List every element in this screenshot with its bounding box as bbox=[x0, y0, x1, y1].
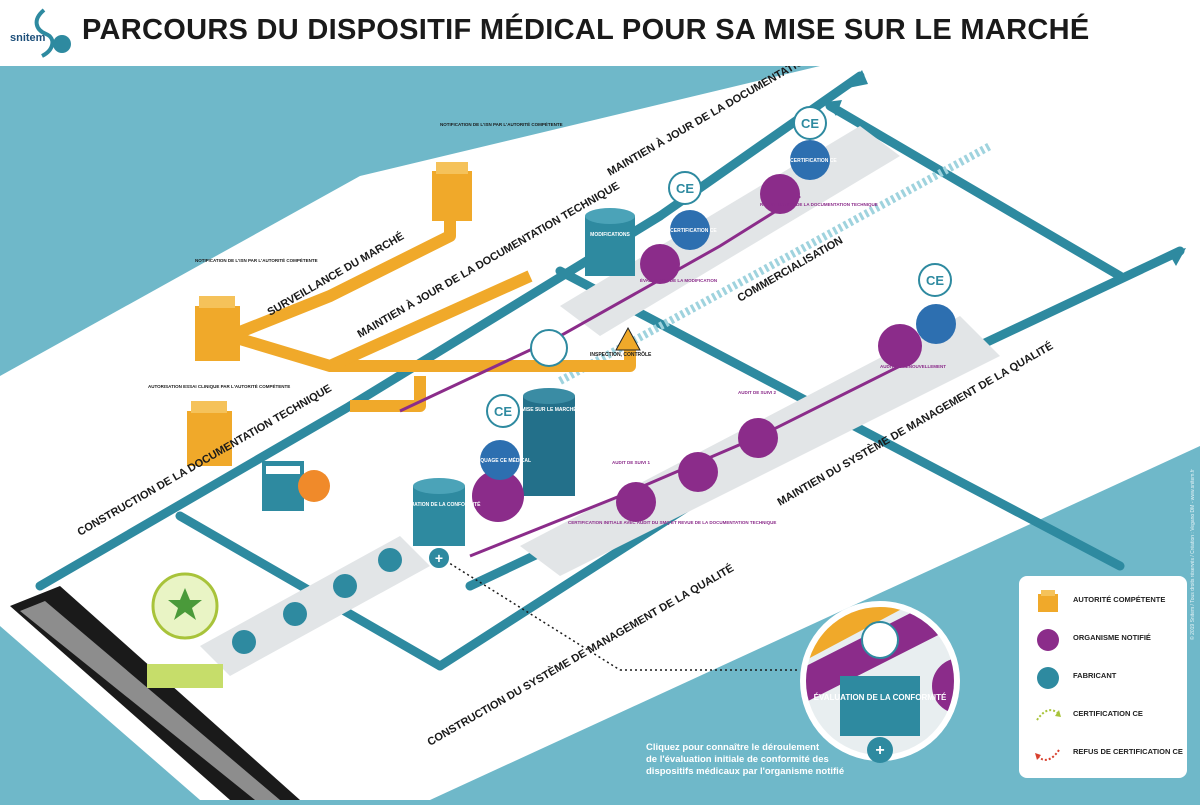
legend-label: REFUS DE CERTIFICATION CE bbox=[1073, 747, 1183, 756]
journey-map: CE CE CE CE CONSTRUCTION DE LA DOCUMENTA… bbox=[0, 17, 1200, 800]
logo-text: snitem bbox=[10, 32, 46, 44]
reevaluation-doc-label: RÉÉVALUATION DE LA DOCUMENTATION TECHNIQ… bbox=[760, 200, 878, 207]
evaluation-conformite-label: ÉVALUATION DE LA CONFORMITÉ bbox=[398, 500, 482, 508]
node-labels: MODIFICATIONS MISE SUR LE MARCHÉ ÉVALUAT… bbox=[398, 158, 838, 508]
evaluation-modification-label: ÉVALUATION DE LA MODIFICATION bbox=[640, 276, 717, 283]
recertification-2-label: RECERTIFICATION CE bbox=[783, 158, 837, 164]
svg-text:CE: CE bbox=[926, 273, 944, 288]
marquage-ce-label: MARQUAGE CE MÉDICAL bbox=[469, 456, 531, 464]
notified-body-gears bbox=[472, 174, 922, 522]
notified-body-gear-icon bbox=[1037, 629, 1059, 651]
warning-icon bbox=[615, 326, 641, 351]
inspection-label: INSPECTION, CONTRÔLE bbox=[590, 350, 652, 358]
evaluation-conformite-column bbox=[413, 478, 465, 546]
cta-line: Cliquez pour connaître le déroulement bbox=[646, 742, 820, 753]
mise-sur-marche-label: MISE SUR LE MARCHÉ bbox=[521, 405, 577, 413]
audit-suivi-1-label: AUDIT DE SUIVI 1 bbox=[612, 460, 651, 465]
audit-suivi-2-label: AUDIT DE SUIVI 2 bbox=[738, 390, 777, 395]
authority-label-2: NOTIFICATION DE L'ISN PAR L'AUTORITÉ COM… bbox=[195, 256, 318, 263]
mise-sur-marche-column bbox=[523, 388, 575, 496]
start-checkerboard bbox=[10, 586, 300, 800]
legend-label: AUTORITÉ COMPÉTENTE bbox=[1073, 595, 1166, 604]
lightbulb-icon bbox=[147, 572, 223, 688]
authority-labels: NOTIFICATION DE L'ISN PAR L'AUTORITÉ COM… bbox=[148, 120, 563, 389]
documentation-book-icon bbox=[262, 461, 330, 511]
recertification-1-label: RECERTIFICATION CE bbox=[663, 228, 717, 234]
diagram-area: CE CE CE CE CONSTRUCTION DE LA DOCUMENTA… bbox=[0, 17, 1200, 800]
road-arrowheads bbox=[826, 70, 1186, 266]
zoom-label: ÉVALUATION DE LA CONFORMITÉ bbox=[814, 693, 947, 702]
ce-marks: CE CE CE CE bbox=[486, 106, 952, 428]
zoom-connector bbox=[445, 560, 621, 671]
legend-item: AUTORITÉ COMPÉTENTE bbox=[1019, 584, 1187, 618]
authority-building-3 bbox=[187, 401, 232, 466]
legend-label: ORGANISME NOTIFIÉ bbox=[1073, 633, 1151, 642]
authority-building-2 bbox=[195, 296, 240, 361]
authority-building-1 bbox=[432, 162, 472, 221]
green-arrow-icon bbox=[1036, 709, 1061, 721]
page-title: PARCOURS DU DISPOSITIF MÉDICAL POUR SA M… bbox=[82, 14, 1090, 46]
legend: AUTORITÉ COMPÉTENTE ORGANISME NOTIFIÉ FA… bbox=[1019, 576, 1187, 778]
zoom-circle[interactable]: ÉVALUATION DE LA CONFORMITÉ + bbox=[800, 546, 988, 763]
legend-item: ORGANISME NOTIFIÉ bbox=[1019, 622, 1187, 656]
legend-label: FABRICANT bbox=[1073, 671, 1117, 680]
eu-stars-icon bbox=[530, 329, 568, 367]
cta-text[interactable]: Cliquez pour connaître le déroulement de… bbox=[646, 742, 886, 778]
svg-text:+: + bbox=[875, 742, 884, 759]
certification-initiale-label: CERTIFICATION INITIALE AVEC AUDIT DU SMQ… bbox=[568, 520, 776, 525]
svg-text:+: + bbox=[435, 550, 443, 566]
red-arrow-icon bbox=[1035, 749, 1060, 761]
cta-line: de l'évaluation initiale de conformité d… bbox=[646, 754, 829, 765]
audit-renouvellement-label: AUDIT DE RENOUVELLEMENT bbox=[880, 364, 946, 369]
recertification-gears bbox=[480, 140, 956, 480]
dashed-road bbox=[558, 142, 992, 385]
modifications-label: MODIFICATIONS bbox=[590, 232, 630, 238]
smq-gears bbox=[232, 548, 402, 654]
cta-line: dispositifs médicaux par l'organisme not… bbox=[646, 766, 845, 777]
modifications-column bbox=[585, 208, 635, 276]
svg-text:CE: CE bbox=[676, 181, 694, 196]
authority-label-1: NOTIFICATION DE L'ISN PAR L'AUTORITÉ COM… bbox=[440, 120, 563, 127]
svg-text:CE: CE bbox=[801, 116, 819, 131]
zoom-plus-icon bbox=[867, 737, 893, 763]
authority-label-3: AUTORISATION ESSAI CLINIQUE PAR L'AUTORI… bbox=[148, 382, 290, 389]
legend-label: CERTIFICATION CE bbox=[1073, 709, 1143, 718]
notified-labels: CERTIFICATION INITIALE AVEC AUDIT DU SMQ… bbox=[568, 200, 946, 525]
checklist-icon bbox=[861, 621, 899, 659]
legend-item: REFUS DE CERTIFICATION CE bbox=[1019, 736, 1187, 770]
svg-text:CE: CE bbox=[494, 404, 512, 419]
snitem-logo bbox=[34, 8, 71, 58]
legend-item: CERTIFICATION CE bbox=[1019, 698, 1187, 732]
authority-gear-icon bbox=[1038, 590, 1058, 612]
header: snitem PARCOURS DU DISPOSITIF MÉDICAL PO… bbox=[0, 0, 1200, 66]
conformite-plus-button[interactable]: + bbox=[427, 546, 451, 570]
manufacturer-gear-icon bbox=[1037, 667, 1059, 689]
copyright: © 2019 Snitem / Tous droits réservés / C… bbox=[1190, 469, 1196, 640]
legend-item: FABRICANT bbox=[1019, 660, 1187, 694]
